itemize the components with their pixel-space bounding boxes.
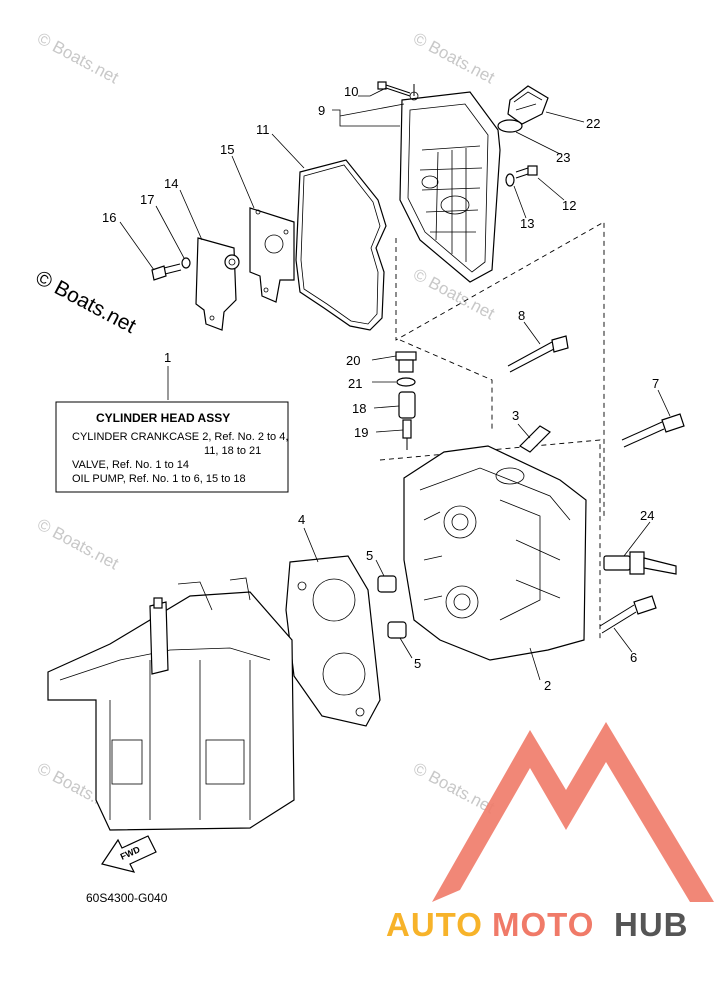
- callout-9: 9: [318, 103, 325, 118]
- cylinder-head: [403, 445, 587, 661]
- callout-2: 2: [544, 678, 551, 693]
- assy-line-2: 11, 18 to 21: [204, 445, 261, 457]
- bolt-8: [507, 335, 569, 373]
- callout-numbers: 10 9 11 15 14 17 16 22 23 12 13 8 20 21 …: [102, 84, 659, 693]
- diagram-code: 60S4300-G040: [86, 891, 168, 905]
- plug-20: [395, 351, 417, 373]
- logo-moto: MOTO: [492, 906, 594, 943]
- assy-line-1: CYLINDER CRANKCASE 2, Ref. No. 2 to 4,: [72, 431, 288, 443]
- bolt-6: [599, 595, 657, 634]
- callout-16: 16: [102, 210, 116, 225]
- washer-13: [505, 173, 515, 187]
- oil-cap-22: [507, 85, 549, 125]
- logo-auto: AUTO: [386, 906, 483, 943]
- callout-10: 10: [344, 84, 358, 99]
- dowel-5-upper: [377, 575, 397, 593]
- callout-5-upper: 5: [366, 548, 373, 563]
- callout-3: 3: [512, 408, 519, 423]
- callout-24: 24: [640, 508, 654, 523]
- logo-hub: HUB: [614, 906, 689, 943]
- bolt-12: [515, 165, 538, 179]
- washer-17: [181, 257, 191, 269]
- watermark: © Boats.net: [410, 759, 498, 818]
- watermark: © Boats.net: [410, 29, 498, 88]
- callout-22: 22: [586, 116, 600, 131]
- o-ring-23: [497, 119, 523, 133]
- callout-20: 20: [346, 353, 360, 368]
- spark-plug-24: [603, 551, 677, 575]
- head-gasket-4: [285, 555, 381, 727]
- bolt-10: [377, 81, 411, 97]
- callout-23: 23: [556, 150, 570, 165]
- callout-6: 6: [630, 650, 637, 665]
- bolt-7: [621, 413, 685, 448]
- dowel-3: [519, 425, 551, 453]
- dowel-5-lower: [387, 621, 407, 639]
- callout-4: 4: [298, 512, 305, 527]
- callout-15: 15: [220, 142, 234, 157]
- callout-8: 8: [518, 308, 525, 323]
- plate-14: [195, 237, 240, 331]
- leader-lines: [119, 87, 671, 681]
- callout-5-lower: 5: [414, 656, 421, 671]
- callout-19: 19: [354, 425, 368, 440]
- fwd-arrow-icon: FWD: [101, 835, 157, 873]
- automotohub-logo-mark: [432, 722, 714, 902]
- callout-13: 13: [520, 216, 534, 231]
- plate-15: [249, 207, 295, 303]
- callout-21: 21: [348, 376, 362, 391]
- watermark-large: © Boats.net: [32, 266, 140, 338]
- callout-12: 12: [562, 198, 576, 213]
- assy-line-3: VALVE, Ref. No. 1 to 14: [72, 459, 189, 471]
- callout-11: 11: [256, 122, 270, 137]
- pin-19: [402, 419, 412, 450]
- assy-line-4: OIL PUMP, Ref. No. 1 to 6, 15 to 18: [72, 473, 246, 485]
- callout-18: 18: [352, 401, 366, 416]
- valve-cover: [399, 84, 501, 283]
- crankcase: [47, 577, 295, 831]
- callout-1: 1: [164, 350, 171, 365]
- assembly-info-box: CYLINDER HEAD ASSY CYLINDER CRANKCASE 2,…: [55, 401, 289, 493]
- o-ring-21: [396, 377, 416, 387]
- sleeve-18: [398, 391, 416, 419]
- callout-17: 17: [140, 192, 154, 207]
- watermark: © Boats.net: [34, 515, 122, 574]
- bolt-16: [151, 263, 182, 281]
- automotohub-wordmark: AUTO MOTO HUB: [386, 906, 689, 943]
- callout-7: 7: [652, 376, 659, 391]
- gasket-11: [295, 159, 387, 331]
- watermark: © Boats.net: [34, 29, 122, 88]
- callout-14: 14: [164, 176, 178, 191]
- assy-title: CYLINDER HEAD ASSY: [96, 411, 230, 425]
